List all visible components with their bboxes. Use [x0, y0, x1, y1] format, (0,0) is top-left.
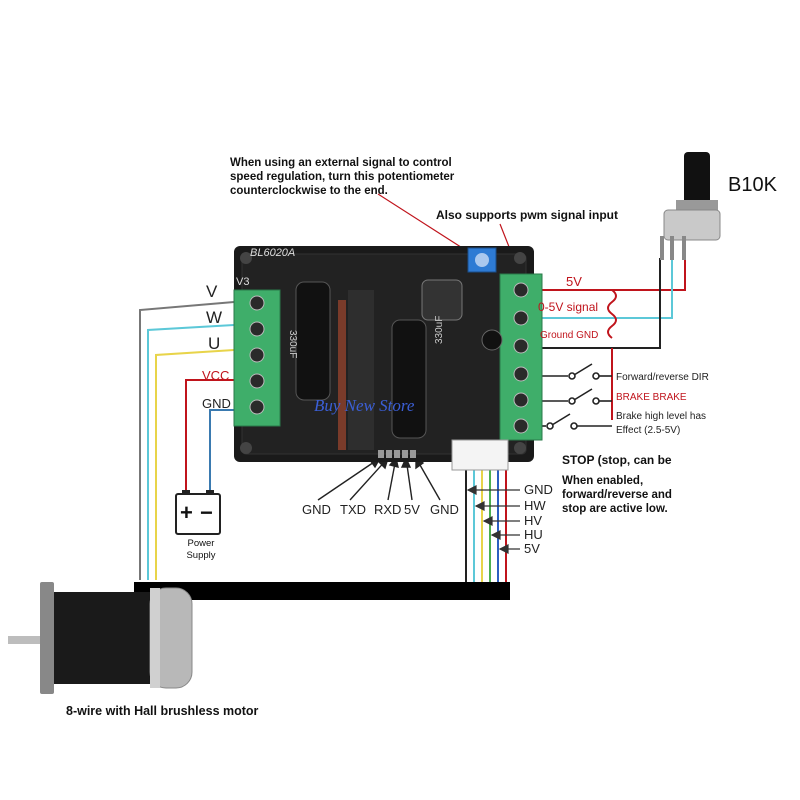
wire-u [155, 349, 235, 580]
ctrl-brake-note: Brake high level has Effect (2.5-5V) [616, 411, 707, 436]
board-version: V3 [236, 276, 250, 288]
hall-pin-hu: HU [524, 527, 543, 542]
hall-pin-gnd: GND [524, 482, 553, 497]
ctrl-5v: 5V [566, 274, 582, 289]
note-pwm: Also supports pwm signal input [436, 208, 619, 222]
terminal-v: V [206, 282, 218, 301]
power-minus: − [200, 500, 213, 525]
cable-bus [134, 582, 510, 600]
hall-wires [465, 470, 507, 582]
hall-pin-hv: HV [524, 513, 543, 528]
capacitor-label-2: 330uF [434, 315, 445, 344]
board-model: BL6020A [250, 247, 296, 259]
motor-wires [139, 301, 235, 580]
serial-pin-5v: 5V [404, 502, 420, 517]
wire-v [139, 301, 235, 580]
note-stop-active-low: When enabled, forward/reverse and stop a… [562, 475, 672, 515]
power-plus: + [180, 500, 193, 525]
serial-pin-gnd-2: GND [430, 502, 459, 517]
serial-arrows [317, 456, 441, 501]
potentiometer-label: B10K [728, 174, 777, 196]
controller-board [233, 246, 543, 471]
ctrl-stop: STOP (stop, can be [562, 453, 672, 467]
motor-label: 8-wire with Hall brushless motor [66, 704, 259, 718]
terminal-w: W [206, 308, 223, 327]
terminal-u: U [208, 334, 221, 353]
ctrl-dir: Forward/reverse DIR [616, 372, 709, 383]
wire-gnd [209, 409, 234, 490]
ctrl-brake: BRAKE BRAKE [616, 392, 687, 403]
terminal-gnd: GND [202, 396, 231, 411]
hall-pin-hw: HW [524, 498, 546, 513]
hall-motor [8, 582, 193, 694]
switches [534, 363, 612, 430]
watermark: Buy New Store [314, 396, 415, 415]
ctrl-ground: Ground GND [540, 330, 599, 341]
potentiometer-b10k [660, 152, 721, 260]
hall-pin-5v: 5V [524, 541, 540, 556]
power-supply-box [175, 490, 221, 535]
note-external-signal: When using an external signal to control… [230, 157, 455, 197]
serial-pin-txd: TXD [340, 502, 366, 517]
power-supply-label: Power Supply [186, 538, 216, 561]
ctrl-signal: 0-5V signal [538, 300, 599, 314]
serial-pin-rxd: RXD [374, 502, 402, 517]
terminal-vcc: VCC [202, 368, 230, 383]
wire-w [147, 324, 235, 580]
hall-arrows [466, 485, 520, 554]
control-wires [532, 258, 686, 420]
capacitor-label-1: 330uF [287, 330, 298, 359]
wire-vcc [185, 379, 234, 490]
serial-pin-gnd-1: GND [302, 502, 331, 517]
